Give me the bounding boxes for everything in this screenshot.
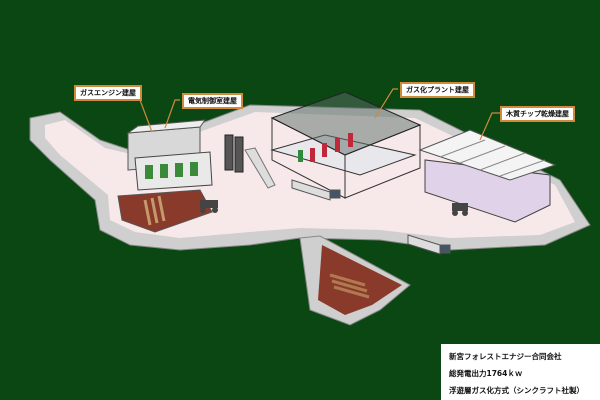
truck-left xyxy=(291,179,341,201)
label-gas-engine-building: ガスエンジン建屋 xyxy=(74,85,142,101)
loader-left xyxy=(200,200,218,213)
engine-hall xyxy=(134,151,213,191)
label-chip-drying-building: 木質チップ乾燥建屋 xyxy=(500,106,575,122)
label-gasification-plant-building: ガス化プラント建屋 xyxy=(400,82,475,98)
log-pile-lower xyxy=(329,273,370,299)
gasifier-units xyxy=(310,133,353,162)
log-pile-left xyxy=(143,195,166,226)
gasifier-green-unit xyxy=(298,150,303,162)
info-box: 新宮フォレストエナジー合同会社 総発電出力1764ｋｗ 浮遊層ガス化方式（シンク… xyxy=(441,344,600,400)
control-cabinets xyxy=(224,134,244,173)
gasification-building-floor xyxy=(270,134,417,176)
left-wood-yard xyxy=(117,189,213,233)
loader-right xyxy=(452,203,468,216)
lower-wood-yard xyxy=(318,245,402,315)
company-name: 新宮フォレストエナジー合同会社 xyxy=(449,352,562,361)
ramp xyxy=(244,147,276,189)
gasification-building-roof xyxy=(270,91,422,156)
gas-engine-roof xyxy=(126,119,207,134)
gasification-method: 浮遊層ガス化方式（シンクラフト社製） xyxy=(449,386,584,395)
label-control-room-building: 電気制御室建屋 xyxy=(182,93,243,109)
power-output: 総発電出力1764ｋｗ xyxy=(449,369,523,378)
engine-units xyxy=(145,162,198,179)
roof-ridges xyxy=(439,139,546,177)
truck-lower xyxy=(407,234,451,255)
